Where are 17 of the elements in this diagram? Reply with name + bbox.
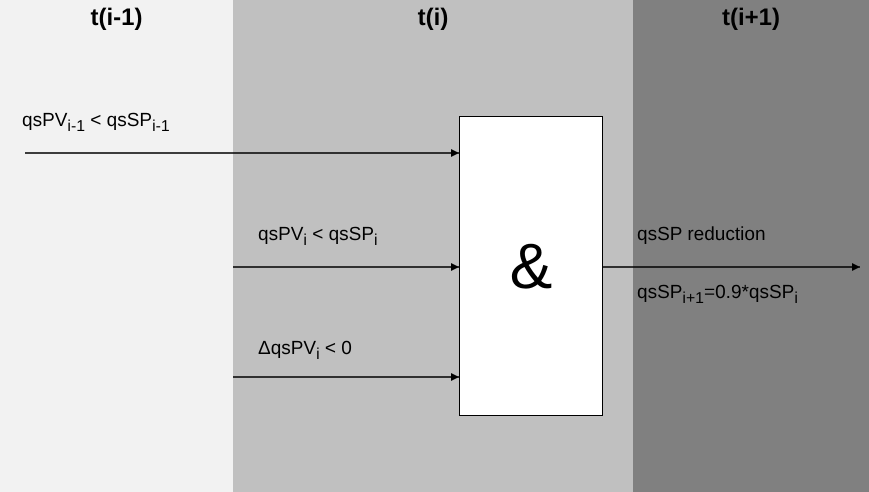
arrow xyxy=(25,149,459,157)
arrow xyxy=(603,263,860,271)
time-heading: t(i-1) xyxy=(90,4,144,32)
edge-label: qsSP reduction xyxy=(637,224,766,246)
and-symbol: & xyxy=(510,229,552,303)
arrow xyxy=(233,263,459,271)
edge-label: ΔqsPV$_{i}$ < 0 xyxy=(258,338,352,364)
time-heading: t(i) xyxy=(416,4,450,32)
arrow xyxy=(233,373,459,381)
time-band xyxy=(233,0,633,492)
time-band xyxy=(0,0,233,492)
edge-label: qsPV$_{i}$ < qsSP$_{i}$ xyxy=(258,224,378,250)
formula-label: qsSP$_{i+1}$=0.9*qsSP$_{i}$ xyxy=(637,282,798,308)
time-band xyxy=(633,0,869,492)
time-heading: t(i+1) xyxy=(720,4,781,32)
edge-label: qsPV$_{i-1}$ < qsSP$_{i-1}$ xyxy=(22,110,170,136)
and-gate-box xyxy=(459,116,603,416)
